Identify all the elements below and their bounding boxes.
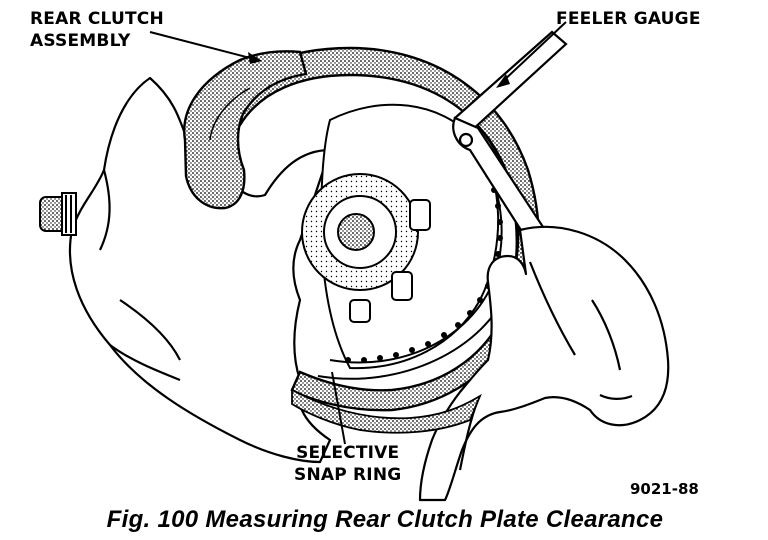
selective-snap-ring-label: SELECTIVE SNAP RING [294,442,401,486]
figure-code: 9021-88 [630,480,699,498]
snap-ring-leader [331,371,346,445]
feeler-gauge-label: FEELER GAUGE [556,9,701,29]
leader-arrowheads [248,52,510,88]
lower-shadow [291,388,482,434]
figure-caption: Fig. 100 Measuring Rear Clutch Plate Cle… [106,506,664,533]
clutch-face [301,103,500,370]
feeler-gauge-leader [499,21,567,85]
input-shaft [39,192,77,236]
rear-clutch-assembly-label: REAR CLUTCH ASSEMBLY [30,8,164,52]
snap-ring-label-line2: SNAP RING [294,465,402,485]
snap-ring-label-line1: SELECTIVE [296,443,400,463]
rear-clutch-leader [149,31,259,61]
rear-clutch-label-line1: REAR CLUTCH [30,9,164,29]
rear-clutch-label-line2: ASSEMBLY [30,31,131,51]
leader-lines [149,21,567,445]
